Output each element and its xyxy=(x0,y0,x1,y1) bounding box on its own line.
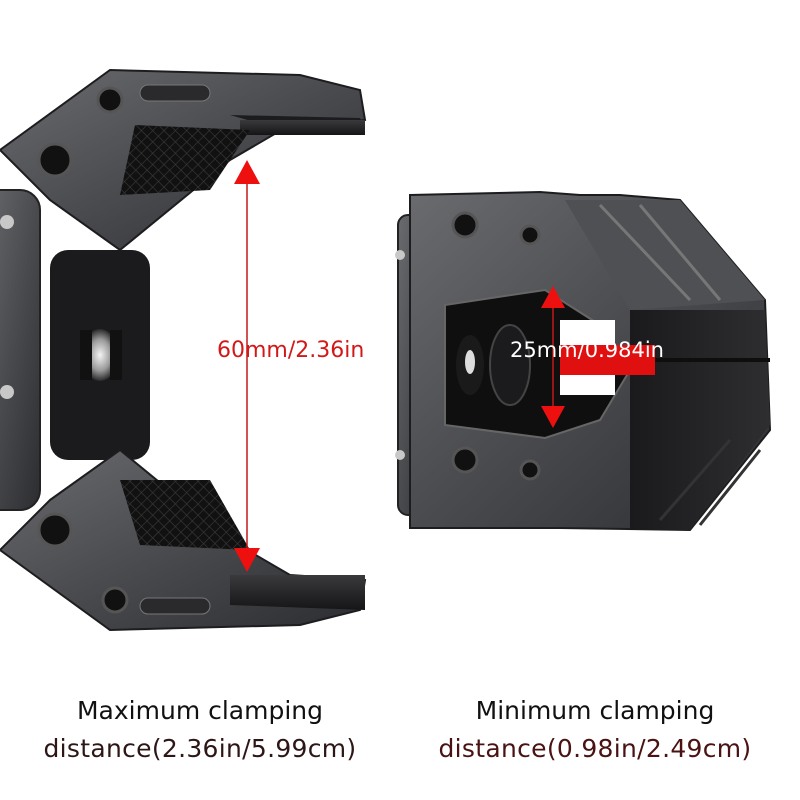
min-measurement-label: 25mm/0.984in xyxy=(510,338,664,362)
min-caption-subtitle: distance(0.98in/2.49cm) xyxy=(438,734,752,763)
min-clamping-caption: Minimum clamping distance(0.98in/2.49cm) xyxy=(405,693,785,769)
min-caption-title: Minimum clamping xyxy=(475,696,715,725)
max-caption-subtitle: distance(2.36in/5.99cm) xyxy=(43,734,357,763)
clamp-closed xyxy=(395,190,772,532)
clamp-illustration xyxy=(0,68,772,632)
max-caption-title: Maximum clamping xyxy=(76,696,324,725)
max-measurement-label: 60mm/2.36in xyxy=(217,338,365,363)
clamp-open xyxy=(0,68,367,632)
max-clamping-caption: Maximum clamping distance(2.36in/5.99cm) xyxy=(10,693,390,769)
